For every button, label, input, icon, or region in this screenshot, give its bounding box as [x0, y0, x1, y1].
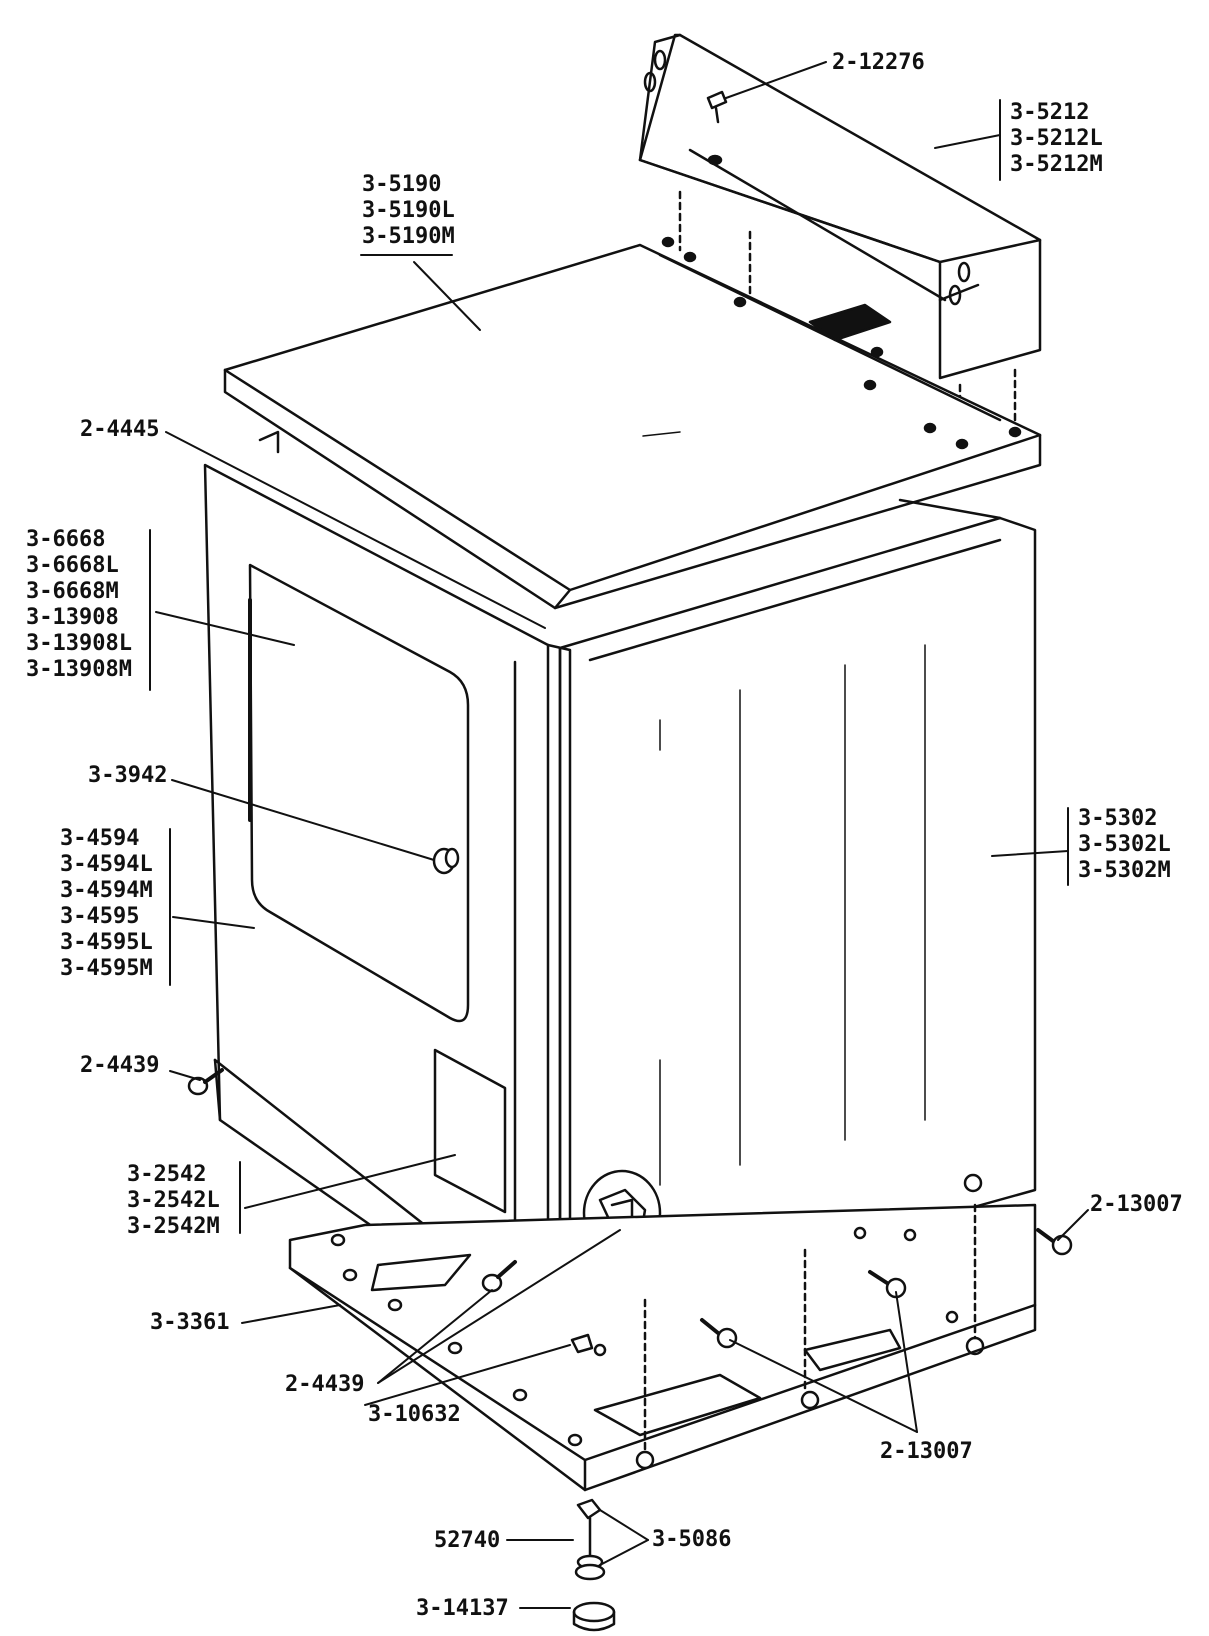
label-brackets — [149, 99, 1069, 1234]
top-panel — [223, 236, 1042, 610]
callout-3-3942: 3-3942 — [88, 763, 168, 788]
base-frame — [288, 1203, 1037, 1492]
screw-2-13007-mid-icon — [868, 1270, 907, 1299]
callout-label: 3-4594L — [60, 852, 153, 877]
callout-3-3361: 3-3361 — [150, 1310, 230, 1335]
callout-3-10632: 3-10632 — [368, 1402, 461, 1427]
door-panel — [248, 563, 470, 1023]
callout-label: 3-5190 — [362, 172, 442, 197]
callout-label: 3-13908M — [26, 657, 132, 682]
callout-2-4439-left: 2-4439 — [80, 1053, 160, 1078]
screw-2-13007-low-icon — [700, 1318, 738, 1349]
callout-2-12276: 2-12276 — [832, 50, 925, 75]
callout-label: 3-5190M — [362, 224, 455, 249]
leveling-leg — [572, 1498, 616, 1632]
screw-2-4439-left-icon — [187, 1068, 224, 1096]
callout-3-6668: 3-6668 3-6668L 3-6668M 3-13908 3-13908L … — [26, 527, 132, 683]
callout-label: 3-4594M — [60, 878, 153, 903]
callout-label: 3-5212L — [1010, 126, 1103, 151]
callout-label: 3-6668 — [26, 527, 106, 552]
callout-label: 3-2542 — [127, 1162, 207, 1187]
callout-label: 3-4595M — [60, 956, 153, 981]
callout-3-2542: 3-2542 3-2542L 3-2542M — [127, 1162, 220, 1240]
callout-2-4439-bottom: 2-4439 — [285, 1372, 365, 1397]
callout-label: 3-5302M — [1078, 858, 1171, 883]
callout-52740: 52740 — [434, 1528, 501, 1553]
callout-label: 3-13908 — [26, 605, 119, 630]
screw-2-13007-right-icon — [1036, 1228, 1073, 1256]
callout-label: 3-5190L — [362, 198, 455, 223]
callout-3-5302: 3-5302 3-5302L 3-5302M — [1078, 806, 1171, 884]
callout-label: 3-4595L — [60, 930, 153, 955]
callout-2-13007-bottom: 2-13007 — [880, 1439, 973, 1464]
callout-3-14137: 3-14137 — [416, 1596, 509, 1621]
screw-2-12276-icon — [706, 90, 728, 124]
callout-2-4445: 2-4445 — [80, 417, 160, 442]
callout-label: 3-5212 — [1010, 100, 1090, 125]
callout-3-5086: 3-5086 — [652, 1527, 732, 1552]
callout-3-4594: 3-4594 3-4594L 3-4594M 3-4595 3-4595L 3-… — [60, 826, 153, 982]
callout-label: 3-2542L — [127, 1188, 220, 1213]
clip-3-10632-icon — [570, 1333, 594, 1354]
callout-label: 3-4595 — [60, 904, 140, 929]
toe-kick-panel — [433, 1048, 507, 1214]
callout-2-13007-right: 2-13007 — [1090, 1192, 1183, 1217]
callout-label: 3-5302 — [1078, 806, 1158, 831]
leader-lines — [155, 61, 1089, 1609]
callout-label: 3-6668L — [26, 553, 119, 578]
callout-label: 3-6668M — [26, 579, 119, 604]
callout-label: 3-5212M — [1010, 152, 1103, 177]
callout-label: 3-2542M — [127, 1214, 220, 1239]
callout-3-5212: 3-5212 3-5212L 3-5212M — [1010, 100, 1103, 178]
callout-label: 3-4594 — [60, 826, 140, 851]
callout-3-5190: 3-5190 3-5190L 3-5190M — [362, 172, 455, 250]
callout-label: 3-13908L — [26, 631, 132, 656]
callout-label: 3-5302L — [1078, 832, 1171, 857]
